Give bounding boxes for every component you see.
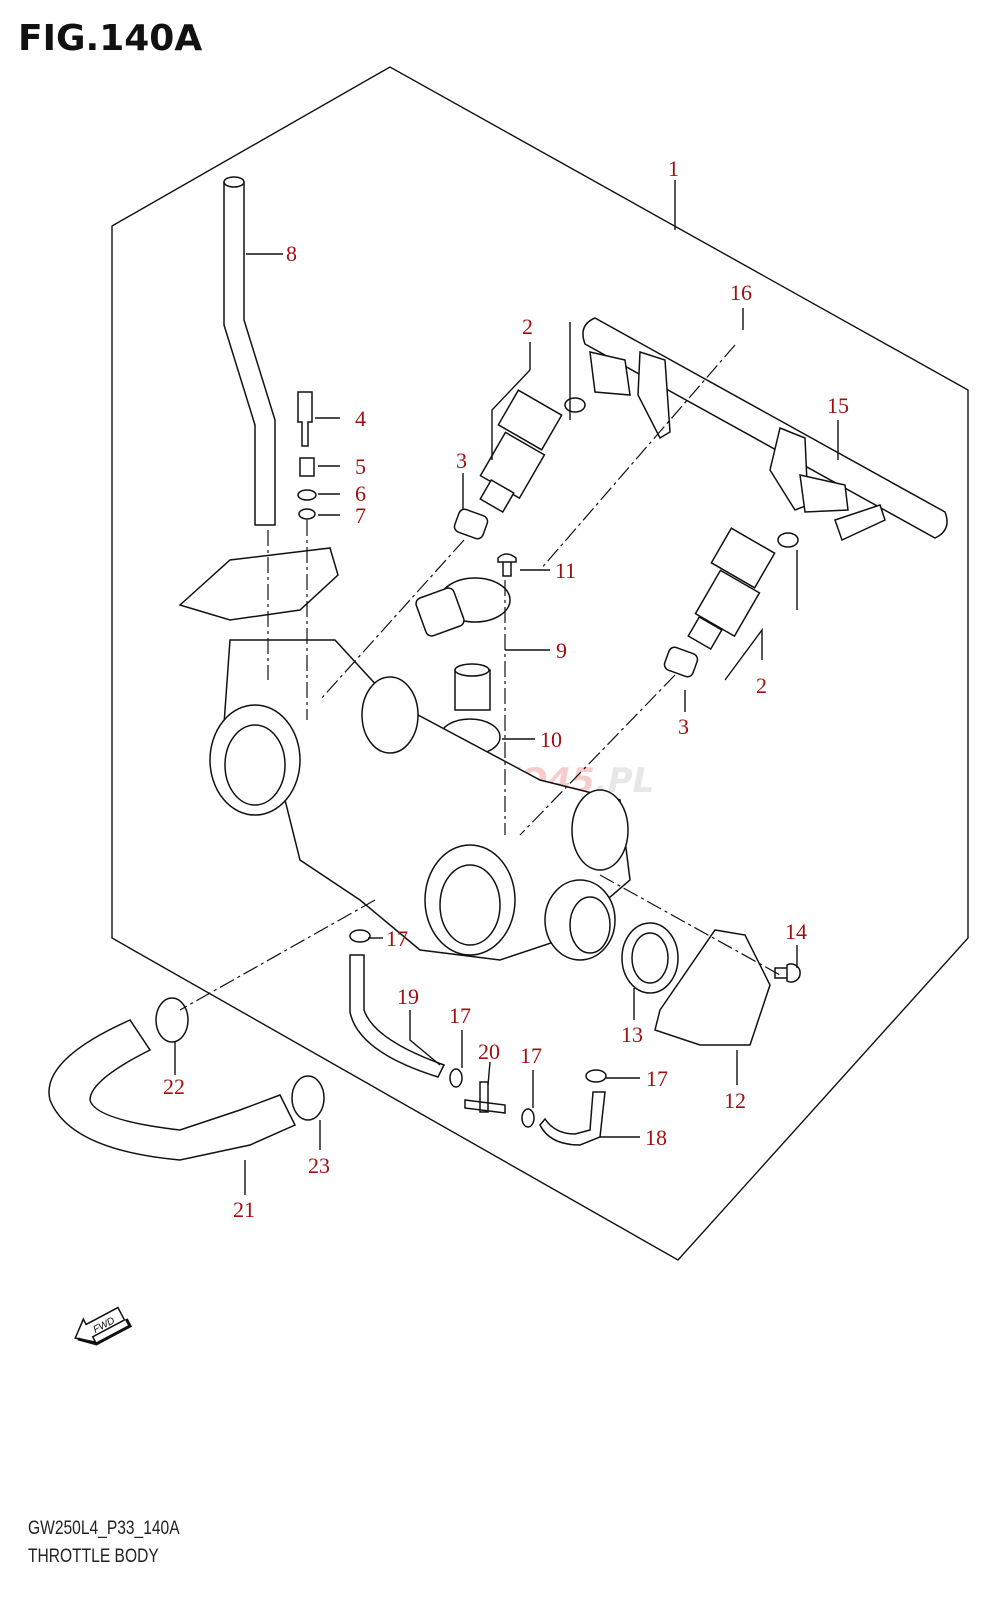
callout-17: 17: [646, 1066, 668, 1091]
clamp: [521, 1108, 535, 1128]
hose-8: [223, 181, 276, 526]
callout-12: 12: [724, 1088, 746, 1113]
sensor: [415, 577, 511, 711]
assembly-frame: [111, 66, 969, 1261]
callout-16: 16: [730, 280, 752, 305]
callouts: 1 2 2 3 3 4 5 6 7 8 9 10 11 12 13 14 15 …: [163, 156, 849, 1222]
fuel-rail: [582, 317, 948, 542]
assembly-lines: [179, 344, 781, 1011]
figure-name: THROTTLE BODY: [28, 1546, 159, 1567]
callout-3: 3: [456, 448, 467, 473]
callout-18: 18: [645, 1125, 667, 1150]
clamp-22: [155, 997, 189, 1043]
callout-17: 17: [386, 926, 408, 951]
callout-20: 20: [478, 1039, 500, 1064]
adjust-screw: [297, 391, 313, 447]
callout-8: 8: [286, 241, 297, 266]
cushion-lower: [663, 646, 699, 678]
callout-2: 2: [522, 314, 533, 339]
leader-lines: [174, 180, 839, 1195]
screw-14: [774, 963, 801, 983]
callout-17: 17: [520, 1043, 542, 1068]
cushion-upper: [453, 508, 489, 540]
clamp-23: [291, 1075, 325, 1121]
callout-1: 1: [668, 156, 679, 181]
throttle-body: [178, 547, 631, 961]
cover-12: [654, 929, 771, 1046]
clamp: [449, 1068, 463, 1088]
hose-21: [48, 1019, 297, 1161]
callout-23: 23: [308, 1153, 330, 1178]
callout-3: 3: [678, 714, 689, 739]
callout-19: 19: [397, 984, 419, 1009]
callout-4: 4: [355, 406, 366, 431]
clamp: [349, 929, 371, 943]
o-ring: [298, 508, 316, 520]
callout-11: 11: [555, 558, 576, 583]
callout-21: 21: [233, 1197, 255, 1222]
joint-20: [464, 1081, 506, 1114]
callout-15: 15: [827, 393, 849, 418]
callout-17: 17: [449, 1003, 471, 1028]
hose-18: [539, 1091, 606, 1146]
clamp: [585, 1069, 607, 1083]
washer: [297, 489, 317, 501]
callout-7: 7: [355, 503, 366, 528]
spring: [299, 457, 315, 477]
fwd-arrow-icon: FWD: [74, 1306, 133, 1346]
callout-2: 2: [756, 673, 767, 698]
callout-22: 22: [163, 1074, 185, 1099]
callout-9: 9: [556, 638, 567, 663]
hose-19: [349, 954, 446, 1078]
callout-10: 10: [540, 727, 562, 752]
figure-code: GW250L4_P33_140A: [28, 1518, 180, 1539]
screw-11: [497, 553, 517, 577]
callout-14: 14: [785, 919, 807, 944]
fwd-label: FWD: [92, 1315, 117, 1335]
fuel-injector-upper: [479, 389, 586, 514]
callout-6: 6: [355, 481, 366, 506]
callout-13: 13: [621, 1022, 643, 1047]
fuel-injector-lower: [687, 527, 799, 651]
callout-5: 5: [355, 454, 366, 479]
figure-title: FIG.140A: [18, 18, 203, 59]
